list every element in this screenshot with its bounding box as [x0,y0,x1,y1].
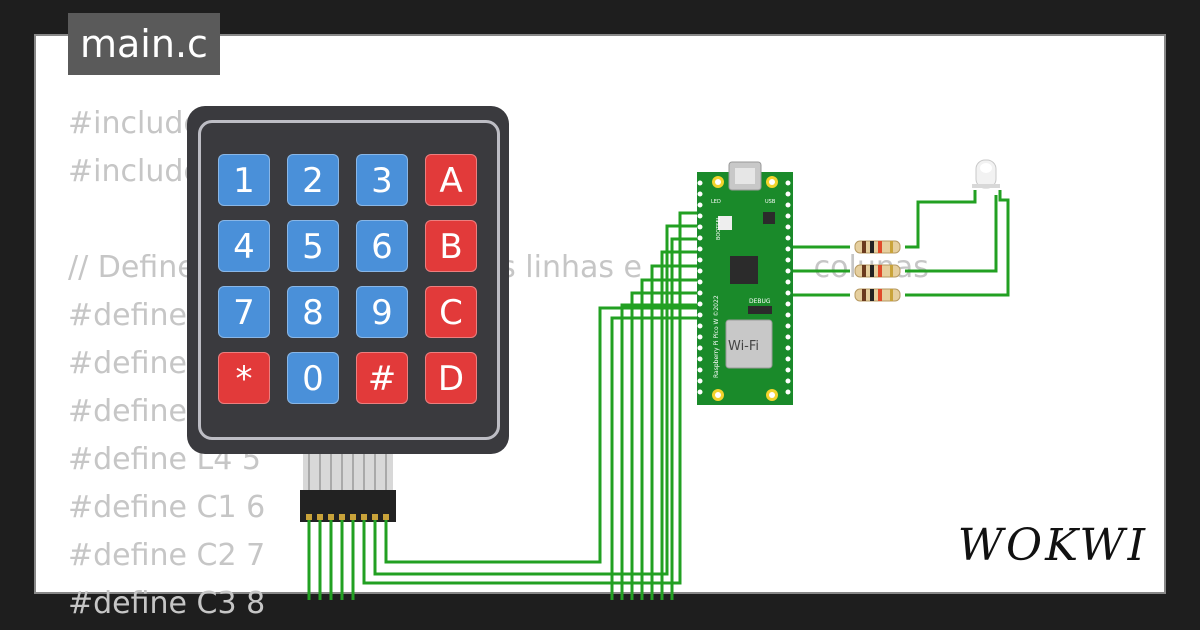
pico-pin [697,224,703,230]
pico-pin [785,235,791,241]
pico-pin [697,257,703,263]
pico-pin [697,180,703,186]
pico-pin [785,334,791,340]
pico-pin [697,334,703,340]
pico-pin [785,213,791,219]
pico-pin [785,257,791,263]
board-silkscreen: Raspberry Pi Pico W ©2022 [713,295,720,378]
pico-pin [697,268,703,274]
pico-pin [697,202,703,208]
pico-pin [785,389,791,395]
keypad-key[interactable]: B [425,220,477,272]
keypad-key[interactable]: 9 [356,286,408,338]
pico-pin [785,279,791,285]
pico-pin [697,191,703,197]
keypad-ribbon [300,452,396,522]
code-line: #define [68,346,188,381]
code-line: #define C3 8 [68,586,266,621]
pico-pin [697,323,703,329]
pico-w-board: Wi-Fi DEBUG LED USB BOOTSEL Raspberry Pi… [697,161,793,405]
keypad-key[interactable]: C [425,286,477,338]
bootsel-label: BOOTSEL [716,216,722,240]
keypad-key[interactable]: 5 [287,220,339,272]
keypad-border [198,120,500,440]
pico-pin [697,389,703,395]
keypad-key[interactable]: * [218,352,270,404]
pico-pin [785,180,791,186]
wires [307,190,1010,600]
keypad-key[interactable]: A [425,154,477,206]
keypad-key[interactable]: 3 [356,154,408,206]
pico-pin [697,301,703,307]
pico-pin [697,213,703,219]
pico-pin [785,268,791,274]
pico-pin [697,367,703,373]
pico-pin [785,202,791,208]
pico-pin [785,367,791,373]
resistor-2 [854,264,901,278]
code-line: #define C2 7 [68,538,266,573]
keypad-key[interactable]: # [356,352,408,404]
pico-pin [785,246,791,252]
pico-pin [697,345,703,351]
pico-pin [697,279,703,285]
pico-pin [785,323,791,329]
resistor-3 [854,288,901,302]
rgb-led [972,159,1000,189]
resistors [854,240,901,302]
keypad-key[interactable]: 7 [218,286,270,338]
pico-pin [697,356,703,362]
code-line: #define [68,298,188,333]
keypad-connector [300,490,396,522]
pico-pin [785,378,791,384]
keypad-key[interactable]: 4 [218,220,270,272]
pico-pin [697,312,703,318]
code-line: #define [68,394,188,429]
pico-pin [785,345,791,351]
pico-pin [785,356,791,362]
pico-pin [785,191,791,197]
debug-label: DEBUG [749,298,771,305]
keypad-key[interactable]: 8 [287,286,339,338]
usb-label: USB [765,199,776,205]
keypad-key[interactable]: 6 [356,220,408,272]
pico-pin [785,301,791,307]
pico-pin [785,312,791,318]
code-line: #include [68,106,202,141]
resistor-1 [854,240,901,254]
keypad-key[interactable]: D [425,352,477,404]
code-line: #define C1 6 [68,490,266,525]
pico-pin [697,290,703,296]
keypad-key[interactable]: 1 [218,154,270,206]
keypad-key[interactable]: 0 [287,352,339,404]
wokwi-logo: WOKWI [957,520,1148,571]
pico-pin [697,378,703,384]
file-tab[interactable]: main.c [68,13,220,75]
pico-pin [697,246,703,252]
pico-pin [785,290,791,296]
led-label: LED [711,199,721,205]
code-line: #include [68,154,202,189]
wifi-label: Wi-Fi [728,339,759,354]
pico-pin [697,235,703,241]
pico-pin [785,224,791,230]
keypad-key[interactable]: 2 [287,154,339,206]
